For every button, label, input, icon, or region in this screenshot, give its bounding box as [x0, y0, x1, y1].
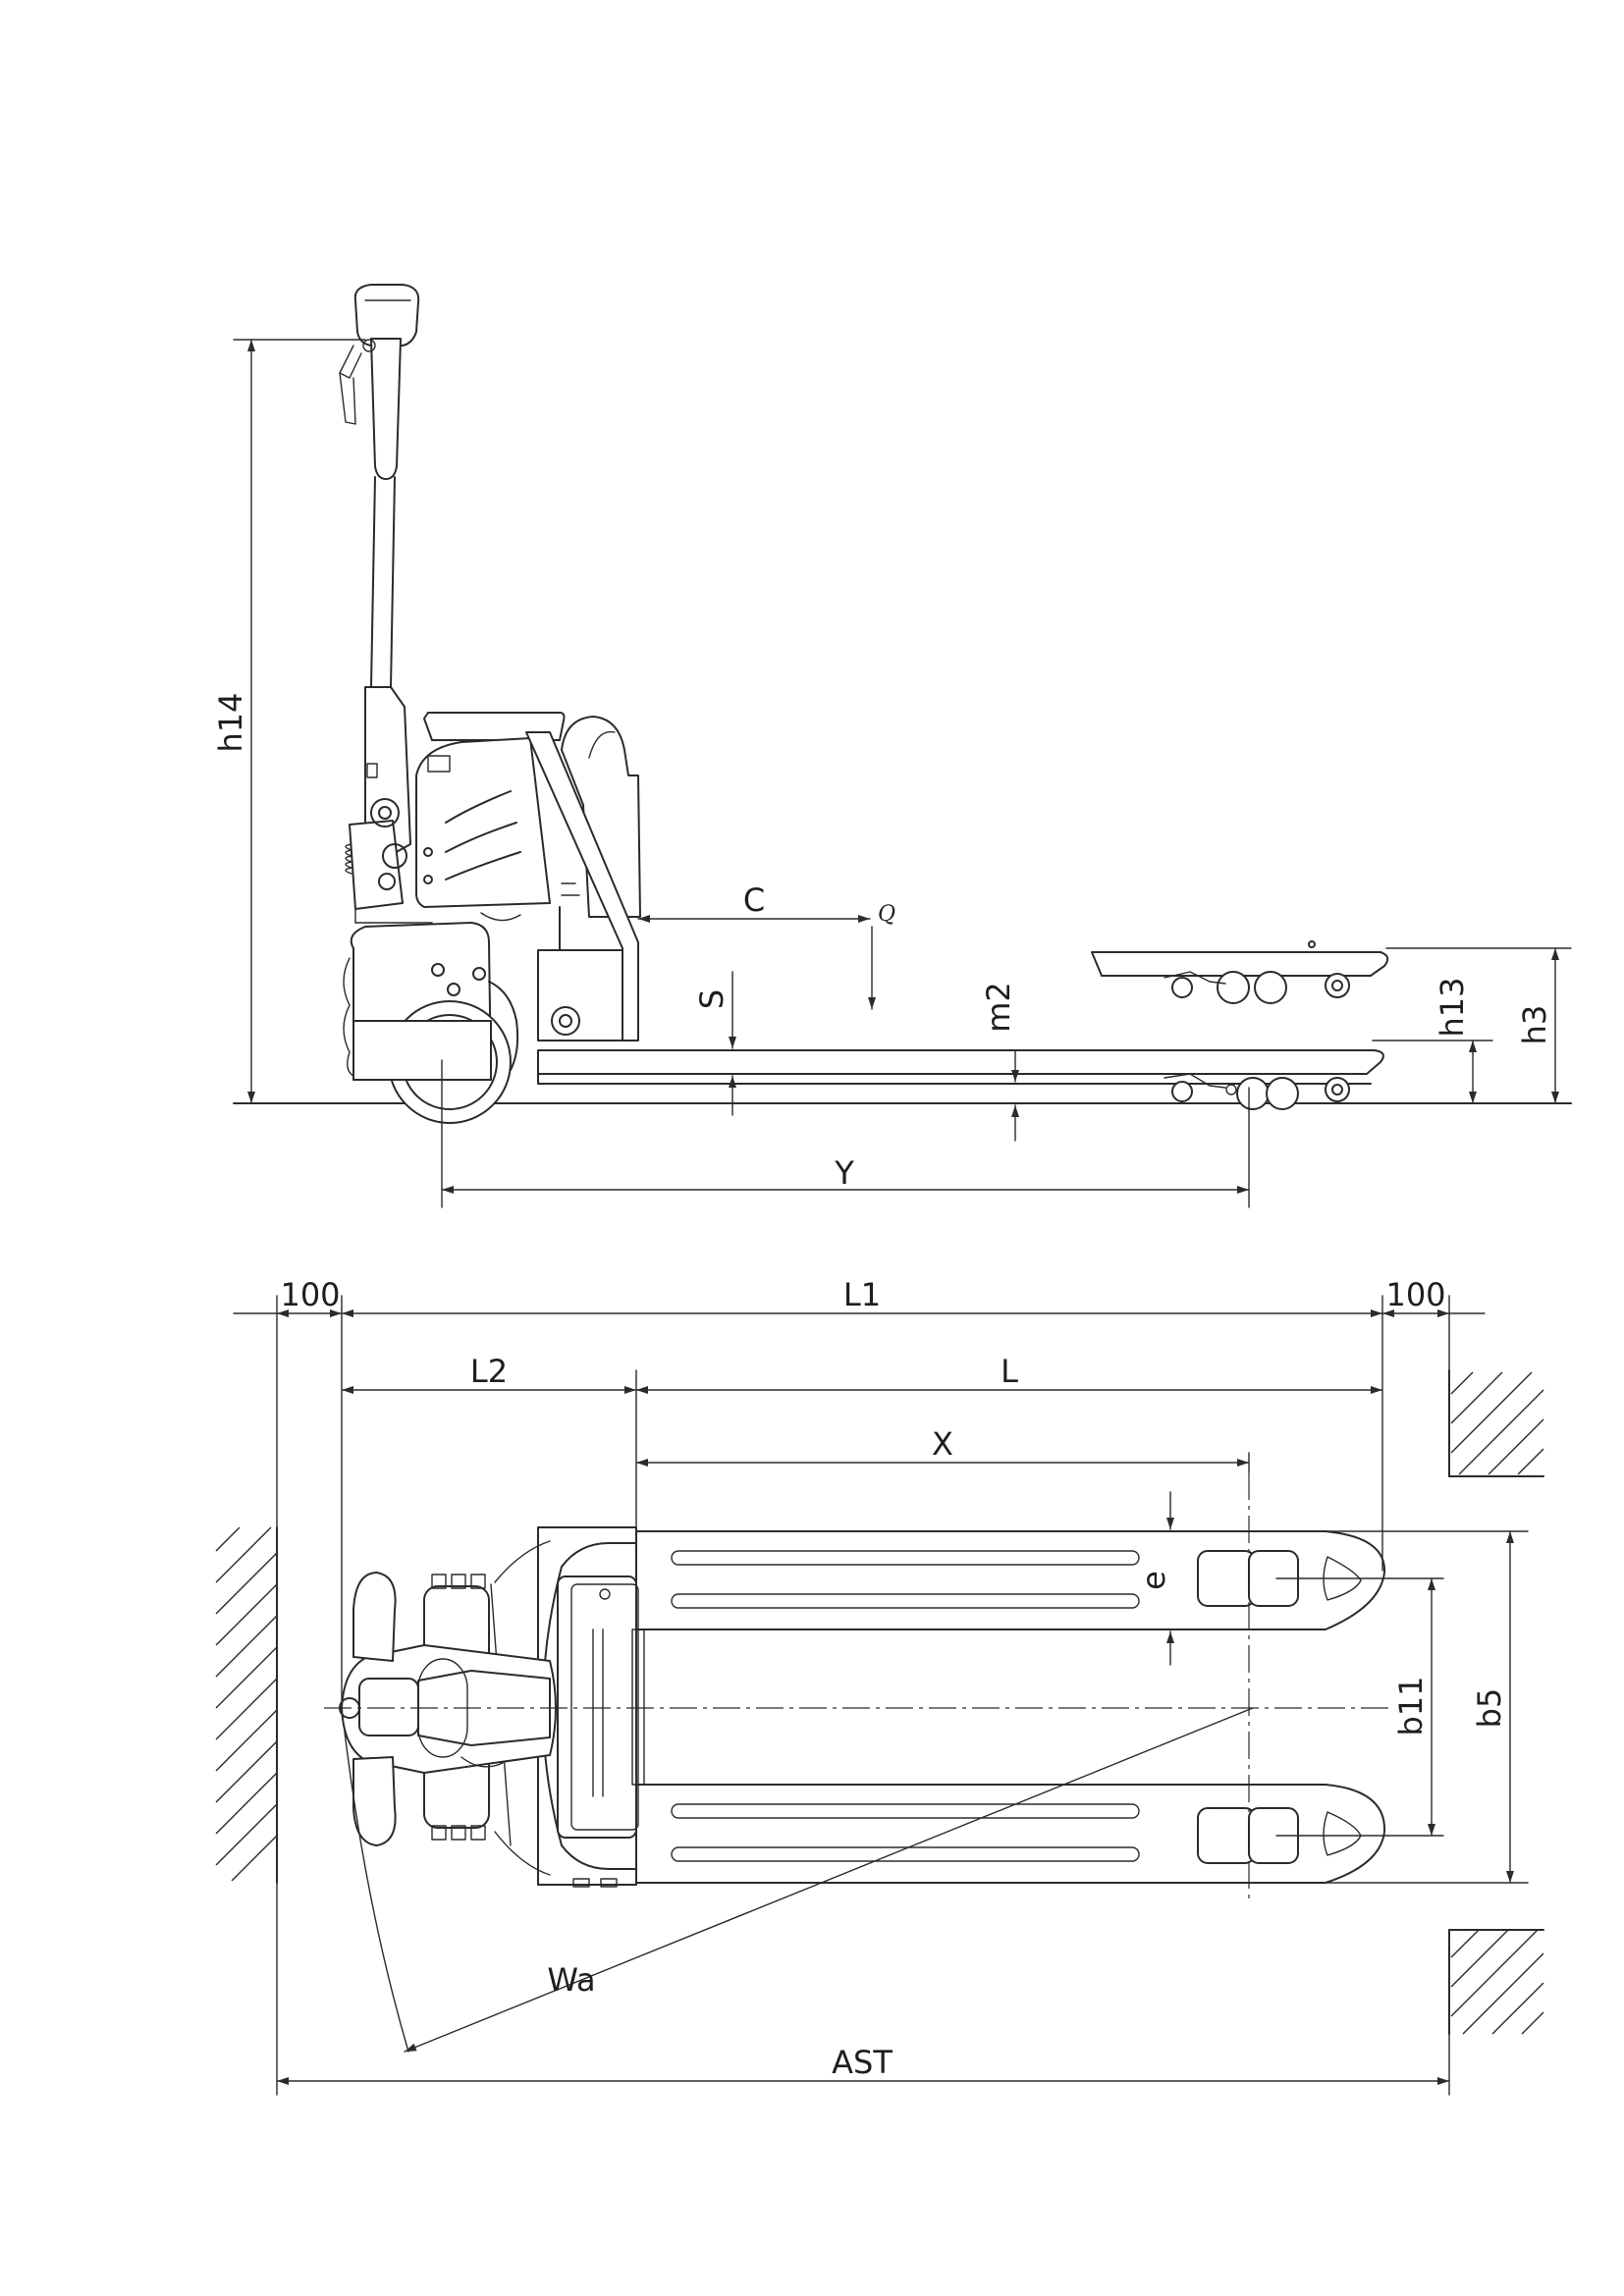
dim-l1: L1: [341, 1276, 1383, 1317]
battery-compartment: [561, 716, 641, 918]
dim-y: Y: [441, 1059, 1250, 1208]
label-clearance-left: 100: [280, 1276, 340, 1313]
dim-h3: h3: [1385, 947, 1572, 1104]
fork-lowered: [537, 1049, 1384, 1110]
dim-b11: b11: [1275, 1577, 1444, 1837]
label-q: Q: [878, 902, 895, 927]
label-x: X: [932, 1425, 953, 1463]
wall-right-top: [1448, 1369, 1544, 1477]
wall-right-bottom: [1448, 1929, 1544, 2035]
dim-h14: h14: [212, 339, 366, 1104]
dim-ast: AST: [276, 1882, 1450, 2096]
dim-clearance-left: 100: [233, 1276, 343, 1317]
label-e: e: [1135, 1571, 1172, 1590]
dim-clearance-right: 100: [1381, 1276, 1486, 1317]
load-center-q: Q: [868, 902, 895, 1010]
chassis-top: [490, 1526, 645, 1888]
label-h13: h13: [1434, 978, 1471, 1038]
tiller-head: [345, 686, 433, 924]
dim-h13: h13: [1372, 978, 1493, 1104]
dim-s: S: [693, 971, 736, 1116]
top-view: Wa 100 L1 100 L2: [215, 1276, 1544, 2096]
dim-c: C: [637, 881, 871, 923]
label-clearance-right: 100: [1385, 1276, 1445, 1313]
label-y: Y: [834, 1154, 854, 1192]
label-b11: b11: [1392, 1676, 1430, 1735]
label-m2: m2: [980, 982, 1017, 1033]
fork-raised: [1091, 940, 1389, 1004]
motor-cover: [415, 712, 566, 922]
tiller-arm: [339, 284, 420, 688]
label-ast: AST: [832, 2044, 893, 2081]
label-l: L: [1001, 1353, 1018, 1390]
drive-wheel: [352, 1000, 512, 1124]
fork-upper: [635, 1530, 1386, 1630]
fork-lower: [635, 1784, 1386, 1884]
dim-m2: m2: [980, 982, 1019, 1142]
label-s: S: [693, 989, 731, 1009]
drive-top: [339, 1572, 557, 1846]
mast-frame: [525, 731, 639, 1041]
wall-left: [215, 1526, 278, 1884]
label-wa: Wa: [547, 1961, 595, 1999]
label-h14: h14: [212, 693, 249, 753]
side-view: h14 C Q S m2 h13: [212, 284, 1572, 1208]
dim-l2: L2: [341, 1353, 637, 1394]
label-b5: b5: [1471, 1688, 1508, 1729]
label-l1: L1: [843, 1276, 881, 1313]
battery-top: [557, 1575, 637, 1839]
dim-e: e: [1135, 1491, 1174, 1666]
label-h3: h3: [1516, 1005, 1553, 1045]
dim-l: L: [635, 1353, 1383, 1394]
dim-x: X: [635, 1425, 1250, 1467]
label-c: C: [743, 881, 765, 919]
fork-mount-block: [537, 949, 623, 1041]
dim-b5: b5: [1325, 1530, 1529, 1884]
dim-wa: Wa: [343, 1707, 1254, 2053]
label-l2: L2: [470, 1353, 508, 1390]
